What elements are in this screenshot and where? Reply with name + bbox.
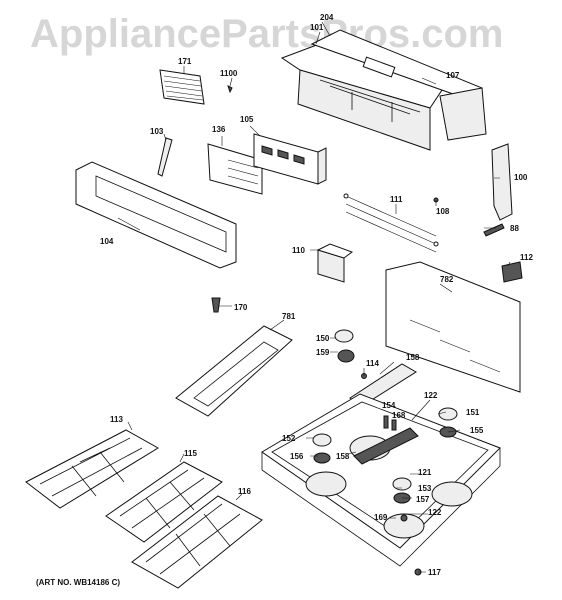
part-burner-cap-153 [392, 477, 412, 491]
label-782: 782 [440, 275, 454, 284]
label-108: 108 [436, 207, 450, 216]
part-burner-head-156 [313, 452, 331, 464]
part-cooktop [261, 393, 501, 567]
part-burner-cap-151 [438, 407, 458, 421]
label-159: 159 [316, 348, 330, 357]
part-overlay-136 [207, 143, 263, 195]
part-panel-trim-104 [75, 161, 237, 269]
part-igniter-168 [391, 419, 397, 431]
label-101: 101 [310, 23, 324, 32]
label-116: 116 [238, 487, 251, 496]
label-122-bottom: 122 [428, 508, 442, 517]
label-122-top: 122 [424, 391, 438, 400]
label-113: 113 [110, 415, 123, 424]
label-170: 170 [234, 303, 248, 312]
label-169: 169 [374, 513, 388, 522]
part-griddle-781 [175, 325, 293, 417]
part-module-110 [316, 243, 354, 283]
part-backguard-frame [280, 29, 487, 151]
label-156: 156 [290, 452, 304, 461]
label-152: 152 [282, 434, 296, 443]
part-grate-115 [105, 461, 223, 543]
label-204: 204 [320, 13, 334, 22]
label-150: 150 [316, 334, 330, 343]
label-103: 103 [150, 127, 164, 136]
part-vent-grille [159, 69, 205, 105]
label-100: 100 [514, 173, 528, 182]
label-88: 88 [510, 224, 519, 233]
label-112: 112 [520, 253, 533, 262]
part-rear-panel-782 [385, 261, 521, 393]
label-1100: 1100 [220, 69, 238, 78]
part-side-trim-100 [491, 143, 513, 221]
label-110: 110 [292, 246, 305, 255]
label-158-bottom: 158 [336, 452, 350, 461]
part-switch-112 [501, 261, 523, 283]
part-grate-116 [131, 495, 263, 589]
part-burner-cap-152 [312, 433, 332, 447]
part-screw-170 [211, 297, 221, 313]
part-grate-113 [25, 429, 159, 509]
art-number: (ART NO. WB14186 C) [36, 578, 121, 587]
label-104: 104 [100, 237, 114, 246]
part-labels: 204 101 107 171 1100 103 136 105 100 104… [100, 13, 533, 577]
label-111: 111 [390, 195, 403, 204]
label-151: 151 [466, 408, 480, 417]
label-117: 117 [428, 568, 441, 577]
label-136: 136 [212, 125, 226, 134]
label-158-top: 158 [406, 353, 420, 362]
part-control-board-105 [253, 133, 327, 185]
label-168: 168 [392, 411, 406, 420]
part-wire-harness-111 [343, 193, 439, 253]
part-igniter-154 [383, 415, 389, 429]
label-781: 781 [282, 312, 296, 321]
part-bracket-103 [157, 137, 173, 177]
label-105: 105 [240, 115, 254, 124]
part-screw-1100 [227, 85, 233, 94]
label-153: 153 [418, 484, 432, 493]
label-157: 157 [416, 495, 430, 504]
label-154: 154 [382, 401, 396, 410]
label-114: 114 [366, 359, 379, 368]
label-107: 107 [446, 71, 460, 80]
watermark-logo: AppliancePartsPros.com [30, 12, 504, 56]
part-burner-head-159 [337, 349, 355, 363]
part-screw-169 [400, 514, 408, 522]
part-clip-88 [483, 223, 505, 237]
leader-lines [117, 21, 511, 573]
label-171: 171 [178, 57, 192, 66]
label-155: 155 [470, 426, 484, 435]
part-burner-cap-150 [334, 329, 354, 343]
label-121: 121 [418, 468, 432, 477]
label-115: 115 [184, 449, 197, 458]
